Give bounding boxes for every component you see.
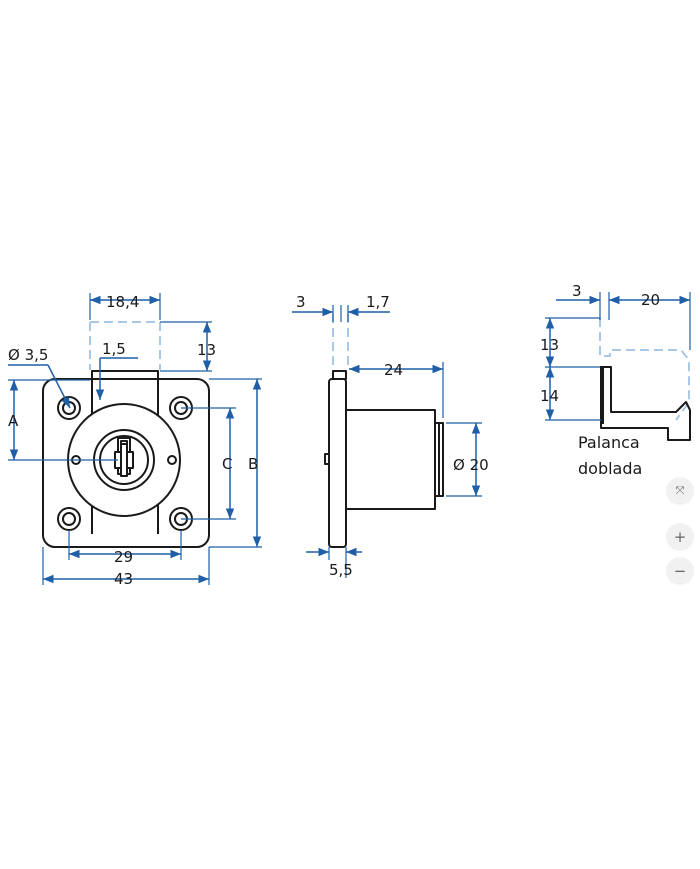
dim-a-label: A bbox=[8, 412, 19, 430]
dim-b: B bbox=[209, 378, 262, 548]
dim-24-label: 24 bbox=[384, 361, 403, 379]
lever-view: 3 20 13 14 Palanca doblada bbox=[540, 282, 691, 478]
plus-icon: + bbox=[673, 528, 687, 546]
zoom-out-button[interactable]: − bbox=[667, 558, 693, 584]
side-flange bbox=[328, 378, 347, 548]
side-cylinder bbox=[346, 409, 436, 510]
front-view: 18,4 13 1,5 Ø 3,5 A bbox=[8, 293, 262, 588]
dim-13-lever-label: 13 bbox=[540, 336, 559, 354]
side-view: 3 1,7 24 Ø 20 5,5 bbox=[292, 293, 489, 579]
zoom-in-button[interactable]: + bbox=[667, 524, 693, 550]
dim-18-4: 18,4 bbox=[89, 293, 161, 320]
dim-20-lever: 20 bbox=[609, 291, 691, 350]
fit-view-icon: ⤧ bbox=[675, 484, 685, 497]
fit-view-button[interactable]: ⤧ bbox=[667, 478, 693, 504]
dim-13-front: 13 bbox=[160, 321, 216, 372]
dim-1-5-label: 1,5 bbox=[102, 340, 126, 358]
dim-3-side: 3 bbox=[292, 293, 334, 322]
dim-5-5: 5,5 bbox=[306, 547, 362, 579]
lever-bent bbox=[600, 366, 691, 441]
dim-20-lever-label: 20 bbox=[641, 291, 660, 309]
dim-14-lever-label: 14 bbox=[540, 387, 559, 405]
dim-43: 43 bbox=[42, 547, 210, 588]
lever-dashed-outline bbox=[599, 318, 690, 421]
dim-43-label: 43 bbox=[114, 570, 133, 588]
dim-1-7: 1,7 bbox=[340, 293, 390, 322]
dim-14-lever: 14 bbox=[540, 367, 601, 421]
dim-dia-20: Ø 20 bbox=[446, 422, 489, 497]
dim-5-5-label: 5,5 bbox=[329, 561, 353, 579]
dim-18-4-label: 18,4 bbox=[106, 293, 139, 311]
front-plate bbox=[42, 378, 210, 548]
dim-1-7-label: 1,7 bbox=[366, 293, 390, 311]
dim-3-lever-label: 3 bbox=[572, 282, 582, 300]
dim-3-side-label: 3 bbox=[296, 293, 306, 311]
dim-13-front-label: 13 bbox=[197, 341, 216, 359]
dim-a: A bbox=[8, 379, 118, 461]
dim-hole-dia-label: Ø 3,5 bbox=[8, 346, 48, 364]
dim-c-label: C bbox=[222, 455, 232, 473]
dim-1-5: 1,5 bbox=[95, 340, 138, 400]
dim-3-lever: 3 bbox=[556, 282, 610, 320]
dim-dia-20-label: Ø 20 bbox=[453, 456, 489, 474]
dim-13-lever: 13 bbox=[540, 317, 600, 368]
dim-24: 24 bbox=[349, 361, 444, 418]
dim-29-label: 29 bbox=[114, 548, 133, 566]
minus-icon: − bbox=[673, 562, 687, 580]
dim-c: C bbox=[181, 407, 236, 520]
dim-b-label: B bbox=[248, 455, 258, 473]
dim-29: 29 bbox=[68, 530, 182, 566]
lever-caption-line2: doblada bbox=[578, 459, 642, 478]
side-bolt-dashed-outline bbox=[332, 314, 349, 370]
dim-hole-dia: Ø 3,5 bbox=[8, 346, 71, 409]
lever-caption-line1: Palanca bbox=[578, 433, 640, 452]
front-bolt-dashed-outline bbox=[89, 321, 161, 370]
